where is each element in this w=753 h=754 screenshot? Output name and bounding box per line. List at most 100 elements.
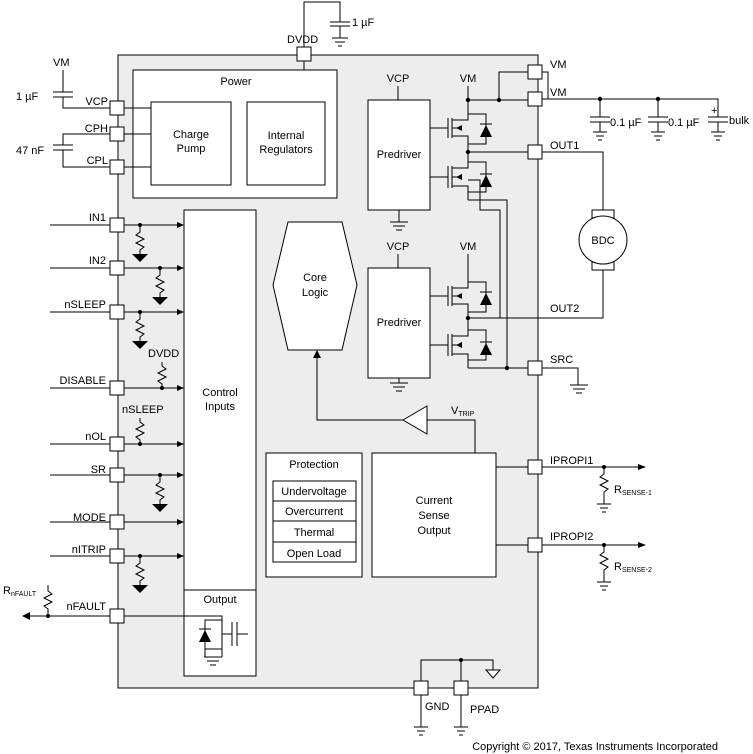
sr-label: SR [91,464,106,476]
cso-label-1: Current [416,495,453,507]
cpl-pin [109,159,125,175]
ipropi2-label: IPROPI2 [550,531,593,543]
core-logic: Core Logic [272,221,403,421]
core-logic-label-1: Core [303,272,327,284]
disable-pin [109,380,125,396]
bdc-circle [578,215,628,265]
predriver-top-group: VCP Predriver VM [367,71,528,368]
output-label: Output [203,594,236,606]
out2-src-pins: OUT2 SRC [527,303,588,394]
rsense2-label: RSENSE-2 [614,561,652,574]
cso-label-3: Output [417,525,450,537]
vm-pins: VM VM 0.1 µF 0.1 µF + bulk OUT1 [527,59,750,210]
vm-left-label: VM [53,57,70,69]
out1-pin [527,144,543,160]
predriver-top-box [367,99,431,211]
disable-label: DISABLE [60,375,106,387]
vm-pin-1-label: VM [550,59,567,71]
nol-pin [109,436,125,452]
core-logic-hex [272,221,358,351]
vtrip-label: VTRIP [451,405,475,418]
prot-th-label: Thermal [294,527,334,539]
prot-uv-label: Undervoltage [281,486,346,498]
predriver-top-label: Predriver [377,149,422,161]
core-logic-label-2: Logic [302,287,329,299]
current-sense-box [371,452,497,578]
charge-pump-label-2: Pump [177,143,206,155]
protection-block: Protection Undervoltage Overcurrent Ther… [265,452,363,578]
power-block: Power Charge Pump Internal Regulators [132,69,338,199]
dvdd-mid-label: DVDD [148,348,179,360]
predriver-bot-vm-label: VM [460,241,477,253]
control-label-1: Control [202,387,237,399]
output-box [183,589,257,677]
mode-label: MODE [73,512,106,524]
dvdd-top-label: DVDD [287,34,318,46]
copyright-label: Copyright © 2017, Texas Instruments Inco… [472,741,718,753]
control-inputs-box [183,209,257,591]
mode-pin [109,514,125,530]
input-pins: IN1 IN2 nSLEEP DVDD DISABLE nSLEEP nOL [3,212,184,624]
sr-pin [109,467,125,483]
charge-pump-box [150,101,232,186]
predriver-bottom-group: VCP Predriver VM [367,179,528,392]
rnfault-label: RnFAULT [3,585,37,598]
ppad-pin [453,680,469,696]
in2-pin [109,260,125,276]
vm-pin-2-label: VM [550,87,567,99]
cph-label: CPH [85,123,108,135]
dvdd-top-group: DVDD 1 µF [287,1,375,102]
vm-pin-1 [527,64,543,80]
predriver-top-vm-label: VM [460,73,477,85]
prot-oc-label: Overcurrent [285,506,343,518]
nsleep-label: nSLEEP [64,299,106,311]
vcp-label: VCP [85,96,108,108]
dvdd-pin [296,46,312,62]
cpl-label: CPL [87,155,108,167]
src-label: SRC [550,354,573,366]
int-reg-label-2: Regulators [259,144,313,156]
src-pin [527,360,543,376]
rsense1-label: RSENSE-1 [614,484,652,497]
cso-label-2: Sense [418,510,449,522]
prot-ol-label: Open Load [287,548,341,560]
nfault-label: nFAULT [66,601,106,613]
ipropi-pins: IPROPI1 RSENSE-1 IPROPI2 RSENSE-2 [527,455,652,591]
gnd-pin [413,680,429,696]
vm-pin-2 [527,91,543,107]
cap-01a-label: 0.1 µF [610,117,642,129]
predriver-top-vcp-label: VCP [387,73,410,85]
bulk-plus-label: + [711,105,717,117]
nitrip-pin [109,548,125,564]
bdc-motor: BDC [468,209,628,319]
in1-label: IN1 [89,212,106,224]
predriver-bottom-label: Predriver [377,317,422,329]
in2-label: IN2 [89,255,106,267]
control-inputs: Control Inputs Output [124,209,257,677]
nfault-pin [109,608,125,624]
nsleep-pin [109,304,125,320]
charge-pump-label-1: Charge [173,129,209,141]
cph-pin [109,126,125,142]
power-label: Power [220,76,252,88]
nsleep-2-label: nSLEEP [122,404,164,416]
internal-regulators-box [246,101,326,186]
ppad-label: PPAD [470,704,499,716]
bulk-label: bulk [729,115,750,127]
vcp-pin [109,100,125,116]
cap-01b-label: 0.1 µF [668,117,700,129]
int-reg-label-1: Internal [268,130,305,142]
predriver-bottom-box [367,267,431,379]
current-sense-block: Current Sense Output [371,452,528,578]
out1-label: OUT1 [550,140,579,152]
cp-cap-label: 47 nF [16,145,44,157]
gnd-label: GND [425,701,450,713]
nitrip-label: nITRIP [72,544,106,556]
dvdd-cap-label: 1 µF [352,17,375,29]
out2-label: OUT2 [550,303,579,315]
ipropi1-pin [527,459,543,475]
predriver-bot-vcp-label: VCP [387,241,410,253]
ipropi2-pin [527,537,543,553]
